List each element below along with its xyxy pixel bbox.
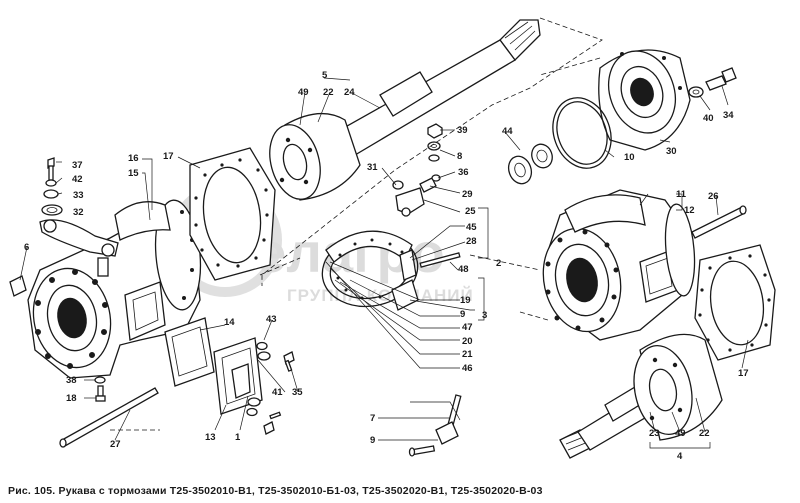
callout-9: 9 xyxy=(460,309,465,320)
callout-23: 23 xyxy=(649,428,660,439)
callout-7: 7 xyxy=(370,413,375,424)
lever-bolt xyxy=(408,394,462,457)
callout-48: 48 xyxy=(458,264,469,275)
callout-32: 32 xyxy=(73,207,84,218)
gasket-left xyxy=(189,147,276,281)
callout-49-bottom: 49 xyxy=(675,428,686,439)
dashed-guides xyxy=(110,17,603,431)
callout-14: 14 xyxy=(224,317,235,328)
callout-35: 35 xyxy=(292,387,303,398)
callout-13: 13 xyxy=(205,432,216,443)
callout-4: 4 xyxy=(677,451,683,462)
callout-17: 17 xyxy=(163,151,174,162)
callout-17-right: 17 xyxy=(738,368,749,379)
callout-22-bottom: 22 xyxy=(699,428,710,439)
callout-27: 27 xyxy=(110,439,121,450)
callout-10: 10 xyxy=(624,152,635,163)
callout-21: 21 xyxy=(462,349,473,360)
callout-28: 28 xyxy=(466,236,477,247)
right-housing xyxy=(542,189,696,341)
callout-41: 41 xyxy=(272,387,283,398)
callout-34: 34 xyxy=(723,110,734,121)
callout-5: 5 xyxy=(322,70,328,81)
callout-15: 15 xyxy=(128,168,139,179)
callout-8: 8 xyxy=(457,151,462,162)
gasket-right xyxy=(694,244,776,361)
callout-25: 25 xyxy=(465,206,476,217)
callout-26: 26 xyxy=(708,191,719,202)
leader-lines xyxy=(19,77,749,449)
left-housing xyxy=(27,199,202,379)
callout-40: 40 xyxy=(703,113,714,124)
callout-49: 49 xyxy=(298,87,309,98)
callout-31: 31 xyxy=(367,162,378,173)
callout-3: 3 xyxy=(482,310,487,321)
callouts: 1 2 3 4 5 6 7 8 9 9 10 11 12 13 14 15 16… xyxy=(24,70,749,462)
axle-shaft-bottom xyxy=(559,333,723,459)
callout-12: 12 xyxy=(684,205,695,216)
callout-44: 44 xyxy=(502,126,513,137)
callout-1: 1 xyxy=(235,432,241,443)
callout-36: 36 xyxy=(458,167,469,178)
callout-16: 16 xyxy=(128,153,139,164)
callout-22: 22 xyxy=(323,87,334,98)
callout-2: 2 xyxy=(496,258,501,269)
callout-39: 39 xyxy=(457,125,468,136)
callout-19: 19 xyxy=(460,295,471,306)
right-upper-parts xyxy=(507,49,737,185)
callout-30: 30 xyxy=(666,146,677,157)
callout-42: 42 xyxy=(72,174,83,185)
brake-band xyxy=(321,123,461,311)
callout-29: 29 xyxy=(462,189,473,200)
figure-caption: Рис. 105. Рукава с тормозами Т25-3502010… xyxy=(8,485,543,497)
callout-9-bolt: 9 xyxy=(370,435,375,446)
callout-6: 6 xyxy=(24,242,29,253)
callout-37: 37 xyxy=(72,160,83,171)
rod-right xyxy=(691,205,747,239)
left-fasteners xyxy=(9,157,159,448)
callout-38: 38 xyxy=(66,375,77,386)
callout-24: 24 xyxy=(344,87,355,98)
callout-11: 11 xyxy=(676,189,687,200)
cover-plates xyxy=(164,317,295,435)
callout-20: 20 xyxy=(462,336,473,347)
callout-18: 18 xyxy=(66,393,77,404)
callout-43: 43 xyxy=(266,314,277,325)
callout-47: 47 xyxy=(462,322,473,333)
callout-33: 33 xyxy=(73,190,84,201)
axle-shaft-top xyxy=(269,19,541,201)
callout-45: 45 xyxy=(466,222,477,233)
callout-46: 46 xyxy=(462,363,473,374)
